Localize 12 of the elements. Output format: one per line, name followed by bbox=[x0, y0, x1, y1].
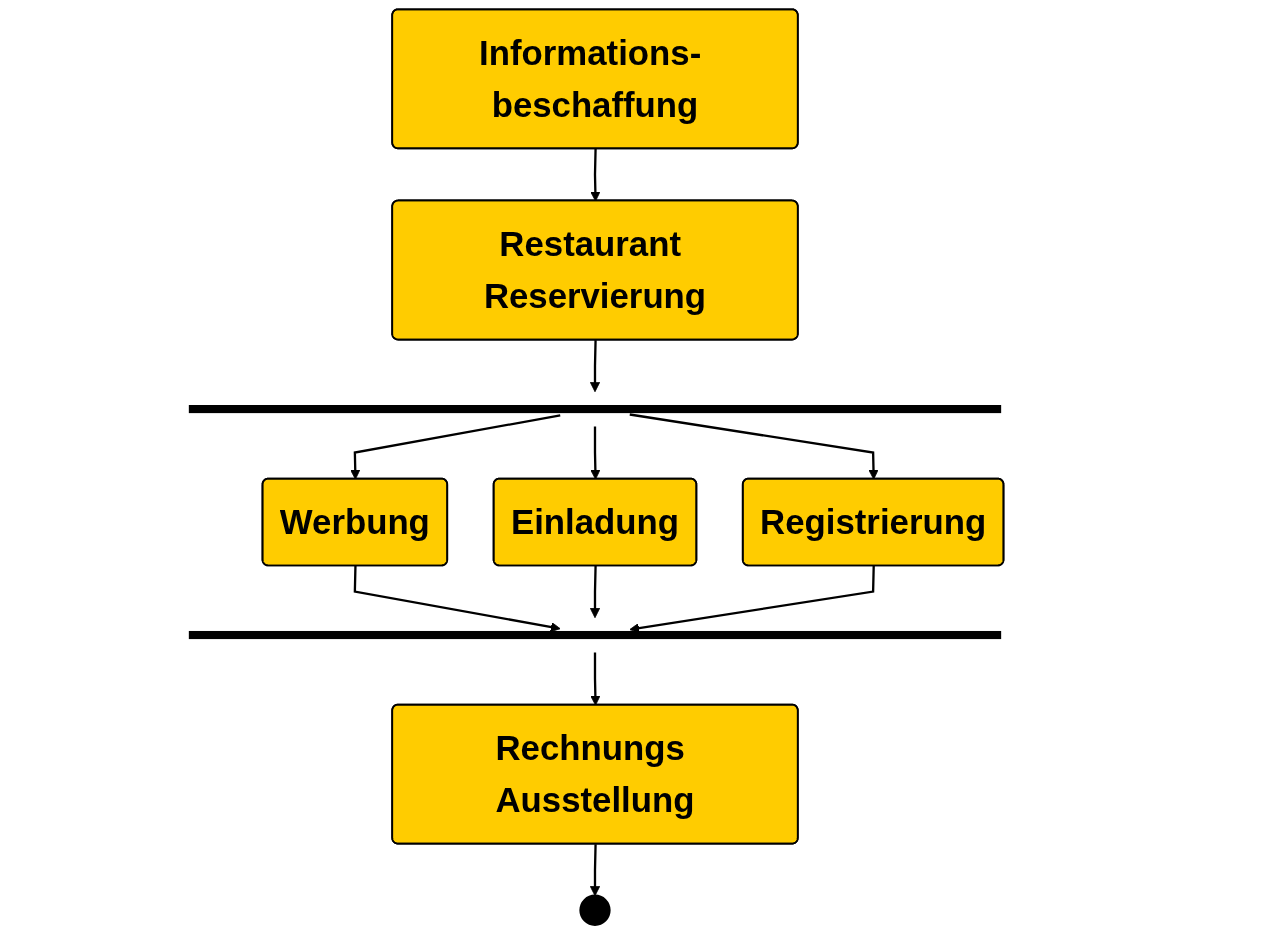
arrow bbox=[589, 566, 601, 619]
node-circle bbox=[579, 894, 611, 926]
arrow bbox=[590, 426, 601, 480]
arrow bbox=[629, 413, 879, 480]
arrow bbox=[590, 652, 601, 706]
arrow bbox=[353, 566, 561, 633]
arrow bbox=[350, 414, 561, 480]
node-bar bbox=[188, 405, 1002, 414]
arrow bbox=[589, 340, 601, 393]
arrow bbox=[629, 566, 875, 634]
node-bar bbox=[188, 630, 1002, 640]
arrow bbox=[590, 148, 601, 202]
